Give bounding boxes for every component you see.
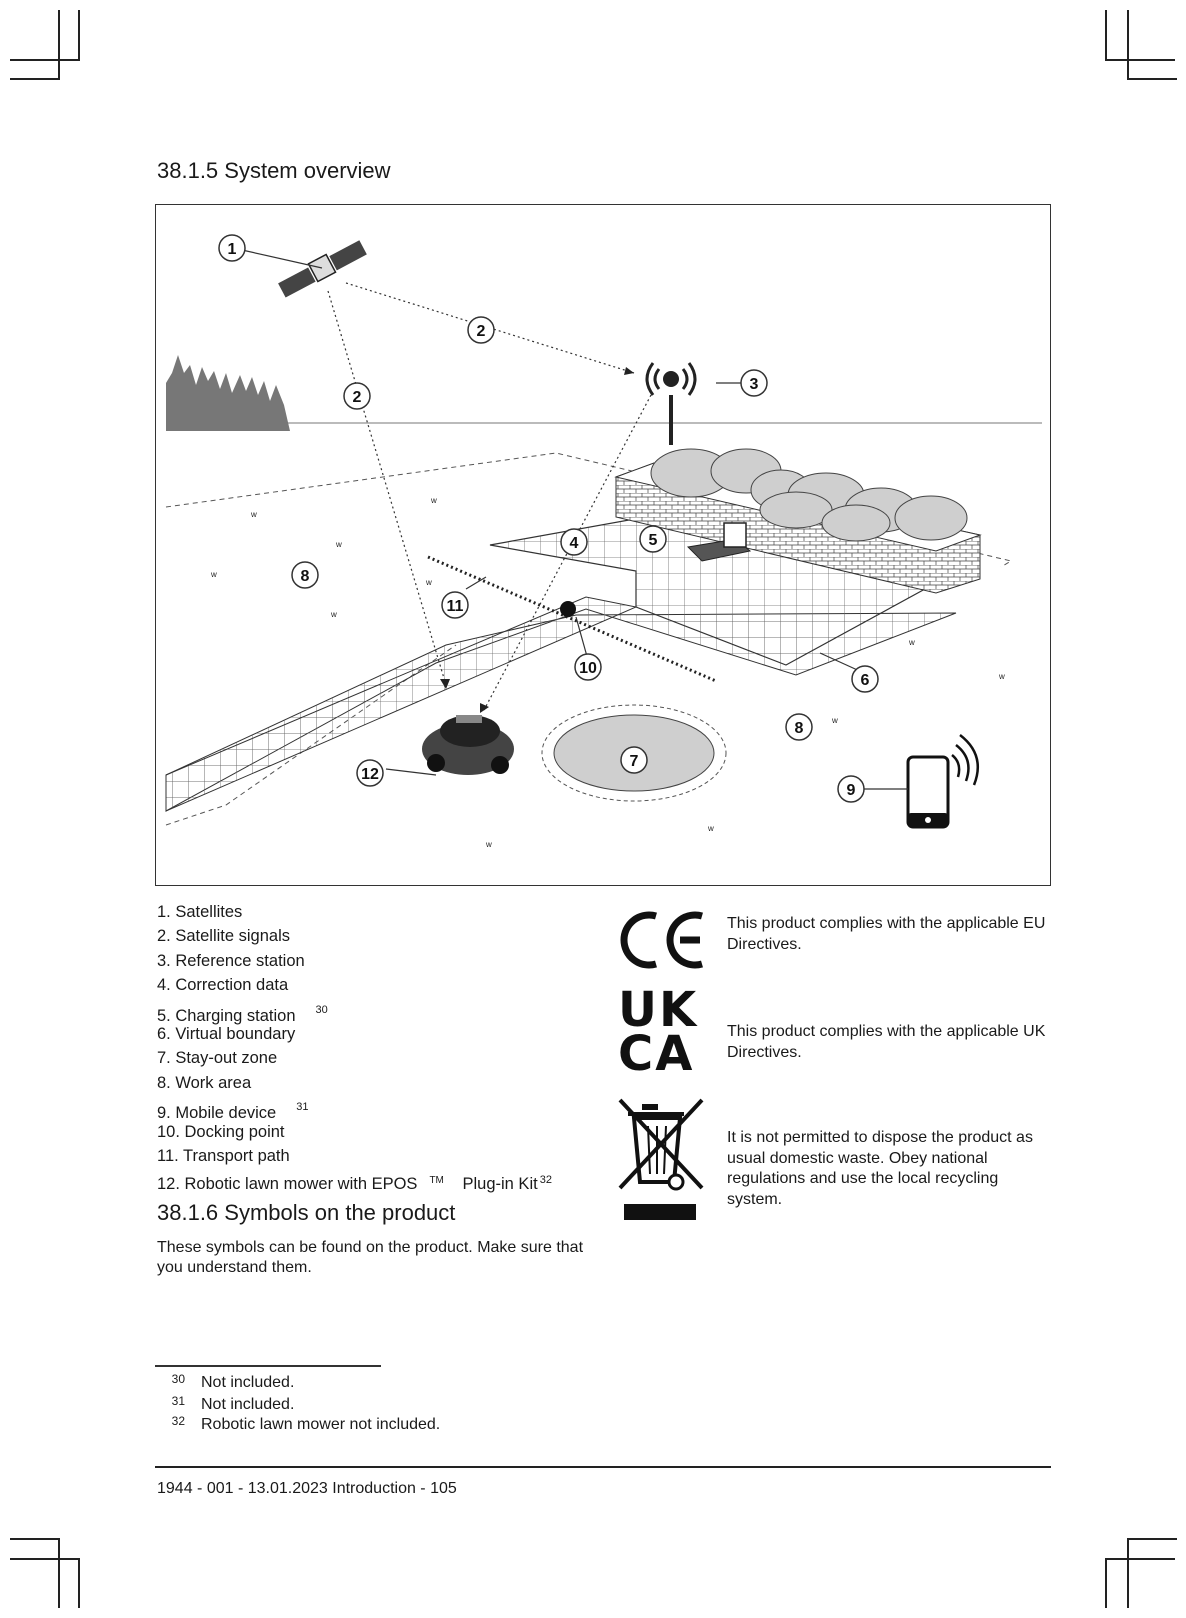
ukca-label-bottom: CA [618,1032,708,1076]
footnote-ref: 32 [540,1174,552,1186]
callout-5: 5 [649,532,658,549]
callout-12: 12 [361,766,379,783]
forest-icon [166,355,290,431]
footnote-number: 30 [157,1372,185,1386]
ukca-mark-icon: UK CA [618,988,708,1076]
callout-10: 10 [579,660,597,677]
crop-mark [58,1538,60,1608]
legend-item: 8. Work area [157,1071,552,1095]
page-number: 105 [430,1480,457,1497]
svg-text:ᴡ: ᴡ [425,578,432,587]
callout-9: 9 [847,782,856,799]
legend-item: 1. Satellites [157,900,552,924]
footnote-separator [155,1365,381,1367]
symbol-description: This product complies with the applicabl… [727,914,1057,955]
footnote-ref: 31 [296,1101,308,1113]
callout-8: 8 [301,568,310,585]
crop-mark [10,1558,80,1560]
callout-6: 6 [861,672,870,689]
svg-text:ᴡ: ᴡ [485,840,492,849]
callout-8: 8 [795,720,804,737]
weee-crossed-bin-icon [618,1098,704,1227]
footnote-number: 31 [157,1394,185,1408]
svg-text:ᴡ: ᴡ [210,570,217,579]
figure-legend: 1. Satellites 2. Satellite signals 3. Re… [157,900,552,1193]
callout-4: 4 [570,535,579,552]
callout-3: 3 [750,376,759,393]
callout-1: 1 [228,241,237,258]
mobile-device-icon [908,735,978,827]
crop-mark [10,59,80,61]
legend-item: 4. Correction data [157,973,552,997]
crop-mark [1105,10,1107,60]
crop-mark [1127,1538,1177,1540]
footnote-number: 32 [157,1414,185,1428]
legend-item: 2. Satellite signals [157,924,552,948]
robotic-mower-icon [422,715,514,775]
crop-mark [58,10,60,80]
legend-item: 6. Virtual boundary [157,1022,552,1046]
section-title: 38.1.6 Symbols on the product [157,1200,455,1226]
antenna-icon [647,363,695,445]
crop-mark [10,78,60,80]
callout-2: 2 [477,323,486,340]
legend-item: 11. Transport path [157,1144,552,1168]
legend-item: 3. Reference station [157,949,552,973]
footnote-ref: 30 [316,1004,328,1016]
symbol-description: It is not permitted to dispose the produ… [727,1128,1057,1210]
legend-item: 7. Stay-out zone [157,1046,552,1070]
crop-mark [1105,59,1175,61]
symbol-description: This product complies with the applicabl… [727,1022,1057,1063]
legend-item: 10. Docking point [157,1120,552,1144]
svg-text:ᴡ: ᴡ [330,610,337,619]
svg-text:ᴡ: ᴡ [250,510,257,519]
trademark-mark: TM [429,1175,443,1186]
svg-text:ᴡ: ᴡ [908,638,915,647]
page-footer: 1944 - 001 - 13.01.2023 Introduction - 1… [157,1480,457,1498]
footer-rule [155,1466,1051,1468]
section-title: 38.1.5 System overview [157,158,391,184]
crop-mark [1105,1558,1175,1560]
system-overview-figure: ᴡ ᴡ ᴡ ᴡ ᴡ ᴡ ᴡ ᴡ ᴡ ᴡ ᴡ 1 2 2 3 4 5 6 [155,204,1051,886]
svg-text:ᴡ: ᴡ [831,716,838,725]
callout-11: 11 [447,598,464,615]
crop-mark [1105,1558,1107,1608]
crop-mark [1127,10,1129,80]
svg-text:ᴡ: ᴡ [335,540,342,549]
ce-mark-icon [620,910,706,975]
svg-text:ᴡ: ᴡ [430,496,437,505]
crop-mark [78,10,80,60]
crop-mark [1127,78,1177,80]
svg-text:ᴡ: ᴡ [998,672,1005,681]
section-intro: These symbols can be found on the produc… [157,1238,597,1278]
svg-text:ᴡ: ᴡ [707,824,714,833]
crop-mark [78,1558,80,1608]
crop-mark [1127,1538,1129,1608]
callout-2: 2 [353,389,362,406]
crop-mark [10,1538,60,1540]
callout-7: 7 [630,753,639,770]
